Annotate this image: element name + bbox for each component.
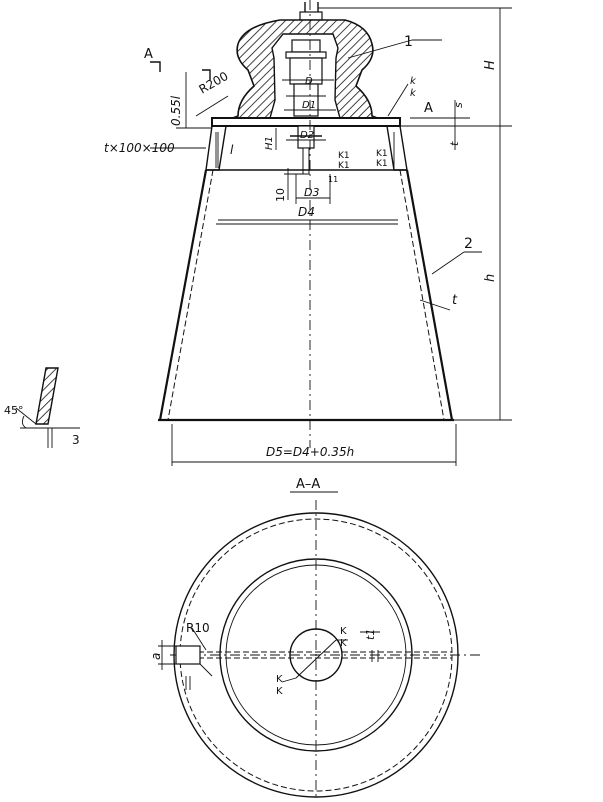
weld-k-lower-2: K	[276, 686, 283, 697]
weld-detail: 45° 3	[4, 367, 80, 448]
weld-k-upper-2: K	[340, 638, 347, 649]
dim-t-wall: t	[452, 293, 458, 308]
section-title: A–A	[296, 477, 320, 492]
section-a-a: A–A R10 a t1 K K K K	[149, 477, 480, 800]
dim-t1: t1	[364, 629, 377, 640]
dim-h-lower: h	[483, 274, 498, 282]
weld-k1-left-2: K1	[338, 161, 350, 171]
section-mark-a-right: A	[424, 101, 433, 116]
weld-k-lower: K	[276, 674, 283, 685]
angle-45: 45°	[4, 404, 24, 417]
section-mark-a-left: A	[144, 47, 153, 62]
dim-d2: D2	[300, 130, 314, 141]
dim-h-upper: H	[483, 60, 498, 70]
dimension-lines	[150, 7, 512, 466]
dim-10: 10	[274, 188, 287, 202]
weld-k-top: k	[410, 76, 417, 87]
dim-d3: D3	[304, 186, 319, 199]
dim-h1: H1	[264, 136, 275, 150]
dim-a: a	[149, 653, 163, 660]
dim-s: s	[452, 102, 465, 108]
dim-0-55l: 0.55l	[169, 95, 183, 126]
elevation-view: 1 2 A A R200 0.55l t×100×100 l D D1 D2 D…	[104, 0, 512, 466]
weld-k1-left: K1	[338, 151, 350, 161]
radius-r200: R200	[197, 69, 231, 97]
dim-3: 3	[72, 433, 80, 447]
dim-11: 11	[328, 175, 338, 184]
radius-r10: R10	[186, 621, 210, 635]
conical-shell	[158, 169, 454, 422]
dim-d4: D4	[298, 205, 315, 219]
weld-k1-right: K1	[376, 149, 388, 159]
weld-k-upper: K	[340, 626, 347, 637]
weld-k1-right-2: K1	[376, 159, 388, 169]
callout-2: 2	[464, 236, 473, 252]
dim-d1: D1	[302, 100, 316, 111]
bollard-head	[211, 2, 401, 175]
callout-1: 1	[404, 34, 413, 50]
dim-d: D	[305, 76, 313, 87]
plate-size-label: t×100×100	[104, 141, 175, 155]
dim-d5: D5=D4+0.35h	[266, 445, 354, 459]
dim-l: l	[230, 143, 234, 157]
dim-t-right: t	[448, 141, 461, 146]
weld-k-top-2: k	[410, 88, 417, 99]
